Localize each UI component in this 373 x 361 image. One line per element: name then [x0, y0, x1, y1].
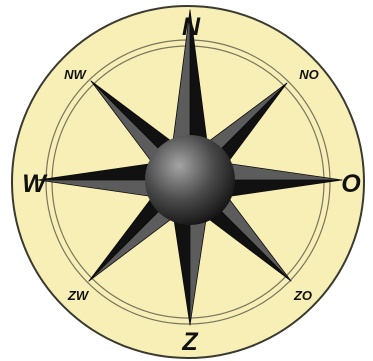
label-southwest: ZW	[67, 288, 90, 303]
label-north: N	[182, 13, 201, 41]
label-northeast: NO	[299, 67, 319, 82]
label-south: Z	[181, 328, 199, 356]
label-southeast: ZO	[293, 288, 312, 303]
label-east: O	[341, 170, 361, 198]
label-northwest: NW	[64, 67, 87, 82]
label-west: W	[22, 170, 48, 198]
compass-hub	[145, 135, 235, 225]
